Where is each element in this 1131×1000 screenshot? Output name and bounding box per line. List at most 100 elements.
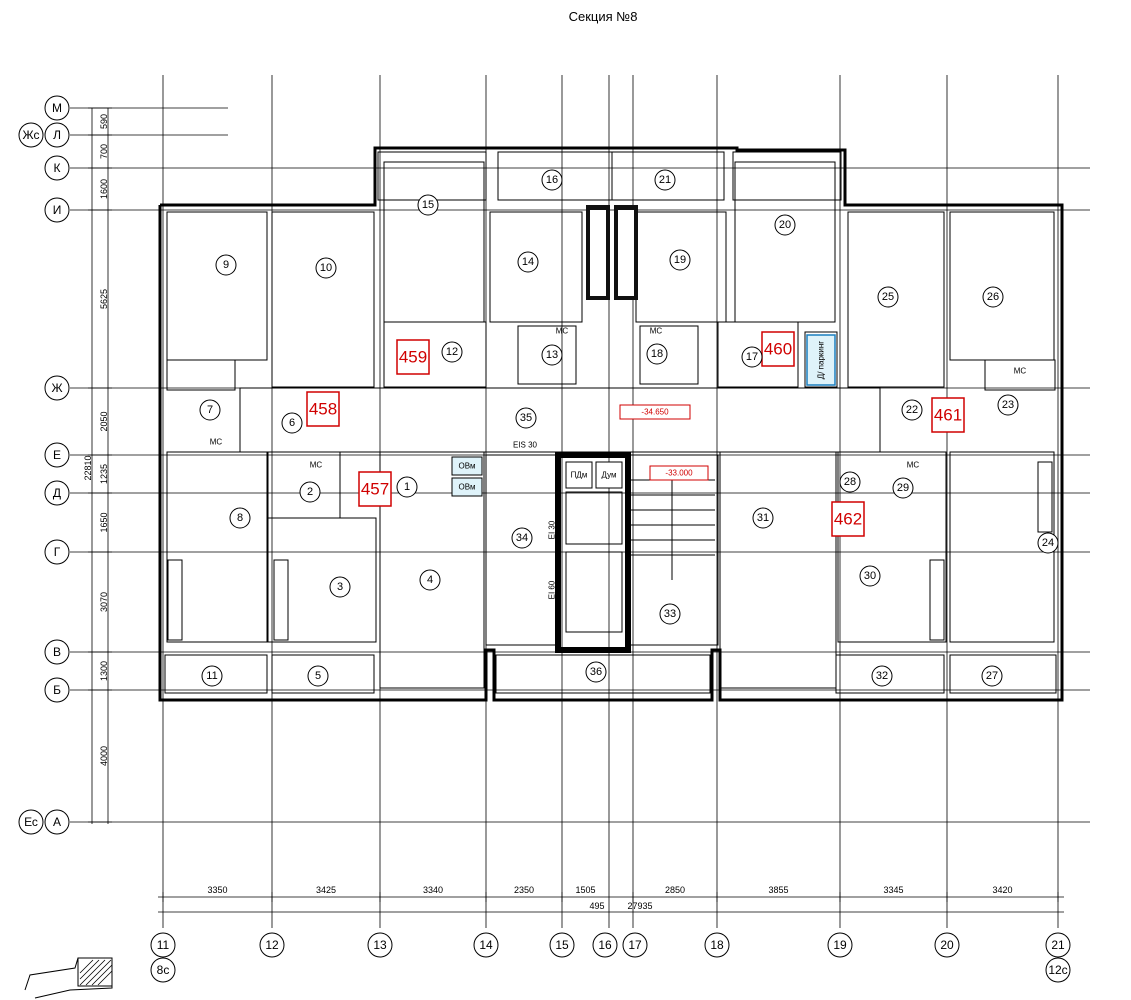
room-number: 25 (882, 291, 894, 303)
axis-bubble (1045, 932, 1071, 958)
room-bubble (871, 665, 893, 687)
room-bubble (859, 565, 881, 587)
dimension-lines (91, 108, 1064, 913)
parking-shaft-label: Д/ паркинг (817, 341, 826, 379)
room-number: 15 (422, 199, 434, 211)
axis-label: 16 (598, 938, 612, 952)
apartment-number: 457 (361, 480, 389, 499)
shaft-label: ПДм (571, 471, 588, 480)
axis-label: Г (54, 545, 61, 559)
room-number: 22 (906, 404, 918, 416)
dimension-value: 3350 (207, 885, 227, 895)
room-bubble (515, 407, 537, 429)
shaft-label: Дум (601, 471, 616, 480)
room-bubble (669, 249, 691, 271)
axis-bubble (44, 375, 70, 401)
apartment-number: 459 (399, 348, 427, 367)
plan-labels: -34.650 -33.000 EIS 30 EI 30 EI 60 ОВм О… (210, 327, 1027, 600)
axis-label-secondary: Ес (24, 815, 38, 829)
room-number: 7 (207, 404, 213, 416)
axis-bubble (44, 197, 70, 223)
room-number: 6 (289, 417, 295, 429)
room-bubble (997, 394, 1019, 416)
dimension-value: 1300 (99, 661, 109, 681)
axis-label: 18 (710, 938, 724, 952)
axis-bubble-secondary (18, 122, 44, 148)
axis-label: Д (53, 486, 61, 500)
axis-label: 19 (833, 938, 847, 952)
axis-bubble (44, 480, 70, 506)
apartment-number: 458 (309, 400, 337, 419)
room-bubble (659, 603, 681, 625)
room-number: 14 (522, 256, 534, 268)
dimension-value: 3855 (768, 885, 788, 895)
room-number: 19 (674, 254, 686, 266)
axis-bubble (367, 932, 393, 958)
axis-label: М (52, 101, 62, 115)
dimension-value: 4000 (99, 746, 109, 766)
axis-bubble (549, 932, 575, 958)
shaft-label: ОВм (459, 462, 476, 471)
room-bubble (877, 286, 899, 308)
axis-label: 17 (628, 938, 642, 952)
room-bubble (511, 527, 533, 549)
axis-label-secondary: 8с (157, 963, 170, 977)
axis-bubble (473, 932, 499, 958)
room-bubble (774, 214, 796, 236)
axis-label: Л (53, 128, 61, 142)
room-number: 2 (307, 486, 313, 498)
room-bubble (1037, 532, 1059, 554)
dimension-value: 1600 (99, 179, 109, 199)
axis-bubble (44, 442, 70, 468)
room-bubble (396, 476, 418, 498)
room-number: 18 (651, 348, 663, 360)
apartment-number: 460 (764, 340, 792, 359)
axis-bubble-secondary (18, 809, 44, 835)
level-mark: -34.650 (641, 408, 669, 417)
room-bubble (646, 343, 668, 365)
room-number: 35 (520, 412, 532, 424)
dimension-value: 1505 (575, 885, 595, 895)
dimension-value: 3425 (316, 885, 336, 895)
room-number: 20 (779, 219, 791, 231)
dimension-value: 3340 (423, 885, 443, 895)
fire-rating-label: EI 60 (548, 580, 557, 599)
apartment-markers: 459 458 457 460 461 462 (306, 331, 965, 537)
room-bubble (892, 477, 914, 499)
room-bubble (199, 399, 221, 421)
axis-bubble (622, 932, 648, 958)
room-number: 1 (404, 481, 410, 493)
ms-label: МС (907, 461, 920, 470)
axis-label-secondary: 12с (1048, 963, 1067, 977)
room-bubble (981, 665, 1003, 687)
room-number: 10 (320, 262, 332, 274)
room-bubble (541, 169, 563, 191)
axis-bubble (592, 932, 618, 958)
apartment-number: 462 (834, 510, 862, 529)
axis-label-secondary: Жс (22, 128, 39, 142)
room-bubble (315, 257, 337, 279)
axis-bubble (44, 155, 70, 181)
building-walls (158, 146, 1064, 702)
ms-label: МС (310, 461, 323, 470)
room-number: 33 (664, 608, 676, 620)
axis-label: 15 (555, 938, 569, 952)
axis-bubble (44, 639, 70, 665)
room-bubble (329, 576, 351, 598)
dimension-value: 1235 (99, 464, 109, 484)
axis-label: 20 (940, 938, 954, 952)
fire-rating-label: EI 30 (548, 520, 557, 539)
dimension-value: 2050 (99, 411, 109, 431)
room-number: 36 (590, 666, 602, 678)
room-bubble (839, 471, 861, 493)
axis-bubble (704, 932, 730, 958)
room-number: 5 (315, 670, 321, 682)
dimension-value: 2850 (665, 885, 685, 895)
axis-label: 11 (157, 938, 170, 952)
room-number: 4 (427, 574, 433, 586)
room-number: 31 (757, 512, 769, 524)
room-number: 24 (1042, 537, 1054, 549)
